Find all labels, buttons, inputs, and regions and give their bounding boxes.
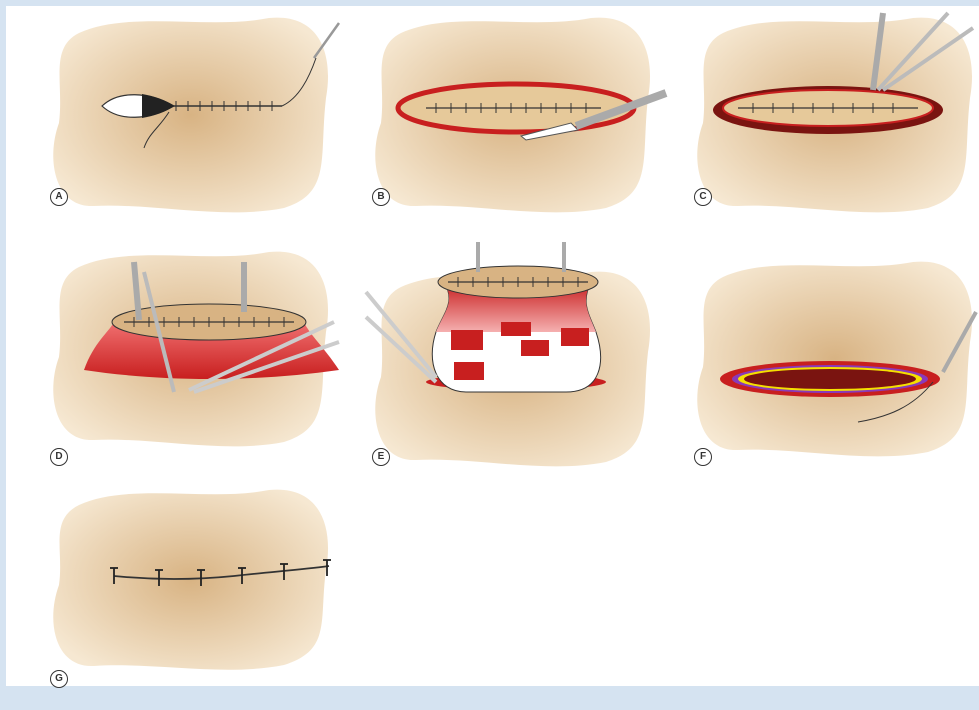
panel-f: F <box>678 242 979 472</box>
panel-e-illustration <box>356 242 676 472</box>
figure-canvas: A B <box>6 6 979 686</box>
panel-d-label: D <box>50 448 68 466</box>
panel-d: D <box>34 242 354 472</box>
panel-e-label: E <box>372 448 390 466</box>
panel-b-label: B <box>372 188 390 206</box>
panel-b: B <box>356 8 676 238</box>
panel-c-label: C <box>694 188 712 206</box>
panel-b-illustration <box>356 8 676 238</box>
panel-f-illustration <box>678 242 978 472</box>
panel-a: A <box>34 8 354 238</box>
panel-e: E <box>356 242 676 472</box>
panel-c-illustration <box>678 8 978 238</box>
panel-g-illustration <box>34 480 354 680</box>
panel-g-label: G <box>50 670 68 688</box>
panel-c: C <box>678 8 979 238</box>
panel-f-label: F <box>694 448 712 466</box>
panel-d-illustration <box>34 242 354 472</box>
panel-a-illustration <box>34 8 354 238</box>
panel-g: G <box>34 480 354 710</box>
panel-a-label: A <box>50 188 68 206</box>
